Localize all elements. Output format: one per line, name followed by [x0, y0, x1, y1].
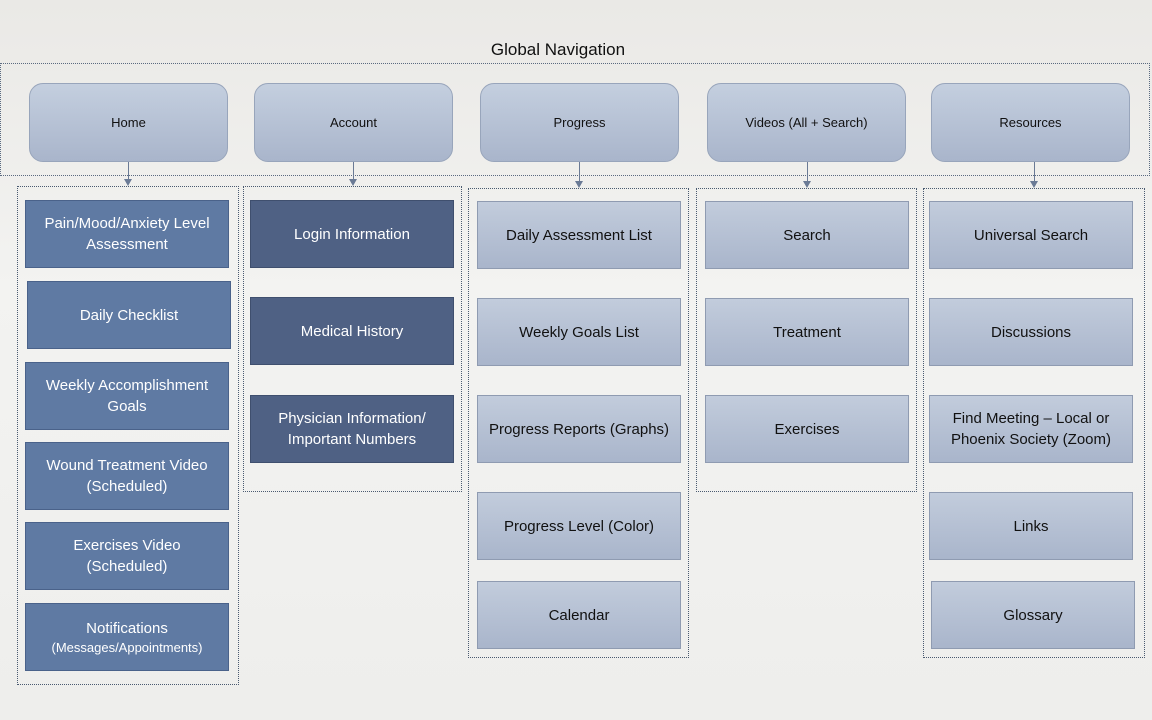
home-item-assessment[interactable]: Pain/Mood/Anxiety Level Assessment — [25, 200, 229, 268]
home-item-daily-checklist[interactable]: Daily Checklist — [27, 281, 231, 349]
progress-group — [468, 188, 689, 658]
resources-item-links[interactable]: Links — [929, 492, 1133, 560]
resources-item-glossary[interactable]: Glossary — [931, 581, 1135, 649]
home-group — [17, 186, 239, 685]
videos-item-treatment[interactable]: Treatment — [705, 298, 909, 366]
nav-account[interactable]: Account — [254, 83, 453, 162]
arrow-connector — [124, 162, 132, 186]
home-item-notifications[interactable]: Notifications (Messages/Appointments) — [25, 603, 229, 671]
progress-item-daily-assessment[interactable]: Daily Assessment List — [477, 201, 681, 269]
progress-item-calendar[interactable]: Calendar — [477, 581, 681, 649]
arrow-connector — [349, 162, 357, 186]
account-group — [243, 186, 462, 492]
resources-item-universal-search[interactable]: Universal Search — [929, 201, 1133, 269]
progress-item-weekly-goals[interactable]: Weekly Goals List — [477, 298, 681, 366]
progress-item-level[interactable]: Progress Level (Color) — [477, 492, 681, 560]
resources-group — [923, 188, 1145, 658]
videos-item-exercises[interactable]: Exercises — [705, 395, 909, 463]
nav-videos[interactable]: Videos (All + Search) — [707, 83, 906, 162]
notifications-sublabel: (Messages/Appointments) — [51, 640, 203, 655]
home-item-exercises-video[interactable]: Exercises Video (Scheduled) — [25, 522, 229, 590]
account-item-physician[interactable]: Physician Information/ Important Numbers — [250, 395, 454, 463]
videos-group — [696, 188, 917, 492]
nav-resources[interactable]: Resources — [931, 83, 1130, 162]
nav-home[interactable]: Home — [29, 83, 228, 162]
global-navigation-group — [0, 63, 1150, 176]
arrow-connector — [575, 162, 583, 188]
home-item-weekly-goals[interactable]: Weekly Accomplishment Goals — [25, 362, 229, 430]
notifications-label: Notifications — [86, 620, 168, 637]
account-item-medical-history[interactable]: Medical History — [250, 297, 454, 365]
nav-progress[interactable]: Progress — [480, 83, 679, 162]
arrow-connector — [803, 162, 811, 188]
account-item-login[interactable]: Login Information — [250, 200, 454, 268]
resources-item-discussions[interactable]: Discussions — [929, 298, 1133, 366]
resources-item-find-meeting[interactable]: Find Meeting – Local or Phoenix Society … — [929, 395, 1133, 463]
home-item-wound-video[interactable]: Wound Treatment Video (Scheduled) — [25, 442, 229, 510]
arrow-connector — [1030, 162, 1038, 188]
diagram-title: Global Navigation — [490, 40, 626, 59]
progress-item-reports[interactable]: Progress Reports (Graphs) — [477, 395, 681, 463]
videos-item-search[interactable]: Search — [705, 201, 909, 269]
